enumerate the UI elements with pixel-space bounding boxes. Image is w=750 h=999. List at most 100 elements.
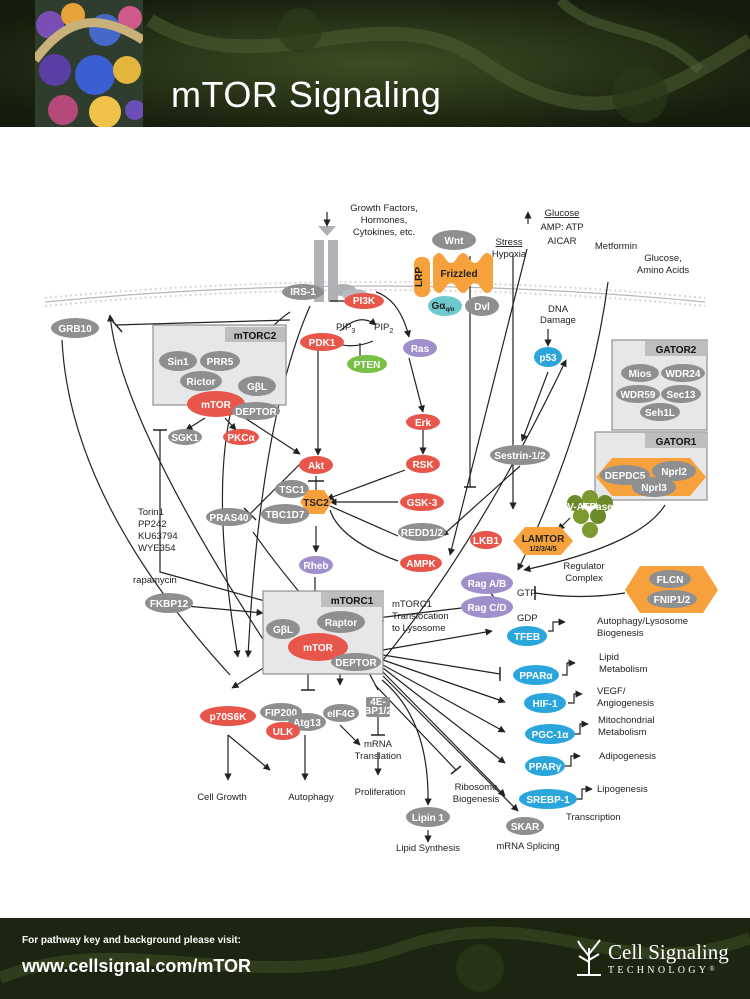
node-ragab: Rag A/B: [461, 572, 513, 594]
cst-logo: Cell Signaling TECHNOLOGY®: [575, 938, 729, 981]
svg-text:FNIP1/2: FNIP1/2: [654, 595, 691, 606]
svg-text:SGK1: SGK1: [171, 433, 199, 444]
header-banner: mTOR Signaling: [0, 0, 750, 127]
svg-text:TSC2: TSC2: [303, 498, 329, 509]
label-lipidmet-1: Lipid: [599, 652, 619, 663]
label-vegf-2: Angiogenesis: [597, 698, 654, 709]
svg-text:FLCN: FLCN: [657, 575, 684, 586]
svg-text:DEPTOR: DEPTOR: [335, 658, 377, 669]
svg-text:LKB1: LKB1: [473, 536, 500, 547]
node-sgk1: SGK1: [168, 429, 202, 445]
label-growth-1: Growth Factors,: [350, 203, 418, 214]
svg-text:Raptor: Raptor: [325, 618, 357, 629]
label-proliferation: Proliferation: [355, 787, 406, 798]
node-hif1: HIF-1: [524, 693, 566, 713]
footer-texture: [0, 918, 750, 999]
svg-text:Akt: Akt: [308, 461, 325, 472]
label-amp-atp: AMP: ATP: [540, 222, 583, 233]
node-deptor-c1: DEPTOR: [331, 653, 381, 671]
node-gbl-c2: GβL: [238, 376, 276, 396]
svg-text:Frizzled: Frizzled: [440, 269, 477, 280]
svg-text:eIF4G: eIF4G: [327, 709, 355, 720]
gator2-label: GATOR2: [656, 345, 697, 356]
label-growth-2: Hormones,: [361, 215, 407, 226]
svg-text:PKCα: PKCα: [227, 433, 255, 444]
svg-text:Gαq/o: Gαq/o: [432, 301, 455, 313]
cst-tree-icon: [577, 939, 601, 976]
node-sestrin: Sestrin-1/2: [490, 445, 550, 465]
node-fkbp12: FKBP12: [145, 593, 193, 613]
pathway-svg: mTORC2 mTORC1 GATOR2 GATOR1 IRS-1 PI3K G…: [44, 203, 718, 854]
label-ku63794: KU63794: [138, 531, 178, 542]
node-prr5: PRR5: [200, 351, 240, 371]
node-wdr59: WDR59: [616, 385, 660, 403]
svg-text:LAMTOR: LAMTOR: [522, 534, 565, 545]
svg-text:Rag C/D: Rag C/D: [468, 603, 507, 614]
node-ragcd: Rag C/D: [461, 596, 513, 618]
gator1-label-bg: [645, 433, 707, 448]
svg-text:GSK-3: GSK-3: [407, 498, 438, 509]
mtorc1-label-bg: [321, 592, 383, 607]
svg-text:PDK1: PDK1: [309, 338, 336, 349]
node-lrp: LRP: [414, 257, 430, 297]
label-pip2: PIP2: [374, 322, 393, 335]
svg-text:PPARα: PPARα: [519, 671, 553, 682]
mtorc1-label: mTORC1: [331, 596, 374, 607]
svg-text:TBC1D7: TBC1D7: [266, 510, 305, 521]
node-sec13: Sec13: [661, 385, 701, 403]
pathway-diagram: mTORC2 mTORC1 GATOR2 GATOR1 IRS-1 PI3K G…: [0, 127, 750, 918]
node-raptor: Raptor: [317, 611, 365, 633]
label-dna-1: DNA: [548, 304, 569, 315]
footer-url-link[interactable]: www.cellsignal.com/mTOR: [22, 956, 252, 976]
label-autolys-2: Biogenesis: [597, 628, 644, 639]
svg-text:Rheb: Rheb: [304, 561, 329, 572]
node-sin1: Sin1: [159, 351, 197, 371]
label-autolys-1: Autophagy/Lysosome: [597, 616, 688, 627]
label-wye354: WYE354: [138, 543, 176, 554]
svg-text:TFEB: TFEB: [514, 632, 540, 643]
node-wnt: Wnt: [432, 230, 476, 250]
label-regulator-2: Complex: [565, 573, 603, 584]
node-irs1: IRS-1: [282, 284, 324, 300]
label-gtp: GTP: [517, 588, 537, 599]
svg-text:Wnt: Wnt: [445, 236, 465, 247]
svg-text:FIP200: FIP200: [265, 708, 298, 719]
svg-text:GRB10: GRB10: [58, 324, 92, 335]
label-transloc-3: to Lysosome: [392, 623, 446, 634]
node-mtor-c2: mTOR: [187, 391, 245, 417]
svg-text:p53: p53: [539, 353, 557, 364]
label-mrna-2: Translation: [355, 751, 402, 762]
label-cellgrowth: Cell Growth: [197, 792, 247, 803]
node-mtor-c1: mTOR: [288, 633, 348, 661]
mtorc2-label-bg: [225, 327, 285, 342]
footer-banner: [0, 918, 750, 999]
svg-text:Mios: Mios: [629, 369, 652, 380]
node-vatpase: V-ATPase: [567, 490, 613, 538]
svg-text:Ras: Ras: [411, 344, 430, 355]
svg-text:Lipin 1: Lipin 1: [412, 813, 445, 824]
node-frizzled: Frizzled: [433, 253, 493, 293]
mtorc2-label: mTORC2: [234, 331, 277, 342]
node-srebp1: SREBP-1: [519, 789, 577, 809]
label-vegf-1: VEGF/: [597, 686, 626, 697]
node-tfeb: TFEB: [507, 626, 547, 646]
node-fnip: FNIP1/2: [647, 590, 697, 608]
label-autophagy: Autophagy: [288, 792, 334, 803]
node-nprl3: Nprl3: [632, 477, 676, 497]
node-seh1l: Seh1L: [640, 403, 680, 421]
node-pparg: PPARγ: [525, 756, 565, 776]
label-lipidsyn: Lipid Synthesis: [396, 843, 460, 854]
node-depdc5: DEPDC5: [600, 465, 650, 485]
label-hypoxia: Hypoxia: [492, 249, 527, 260]
node-pdk1: PDK1: [300, 333, 344, 351]
svg-text:V-ATPase: V-ATPase: [567, 502, 613, 513]
svg-text:PRAS40: PRAS40: [210, 513, 249, 524]
svg-text:GβL: GβL: [247, 382, 267, 393]
label-glu-aa-2: Amino Acids: [637, 265, 690, 276]
label-mito-1: Mitochondrial: [598, 715, 655, 726]
label-glucose: Glucose: [545, 208, 580, 219]
header-thumbnail: [35, 0, 143, 127]
svg-text:mTOR: mTOR: [303, 643, 334, 654]
node-rictor: Rictor: [180, 371, 222, 391]
